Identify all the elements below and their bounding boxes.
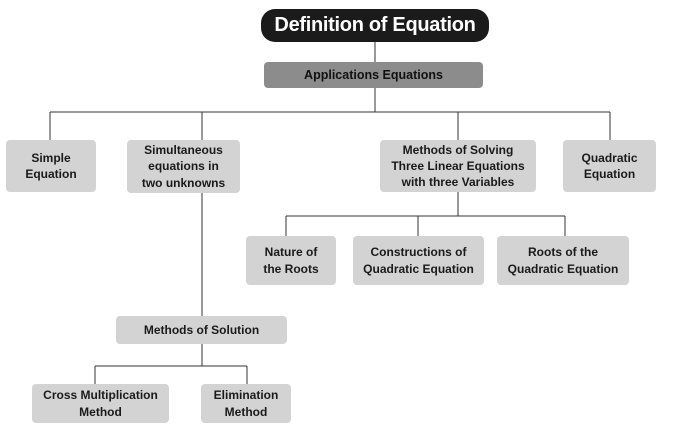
cross-line-1: Cross Multiplication xyxy=(43,388,158,403)
nature-line-2: the Roots xyxy=(263,261,319,276)
applications-label: Applications Equations xyxy=(304,67,443,82)
methods-of-solution-node: Methods of Solution xyxy=(116,316,287,344)
title-text: Definition of Equation xyxy=(274,14,476,36)
simultaneous-line-2: equations in xyxy=(148,159,219,174)
roots-node: Roots of the Quadratic Equation xyxy=(497,236,629,285)
roots-line-2: Quadratic Equation xyxy=(507,261,619,276)
methods-solving-line-3: with three Variables xyxy=(401,175,515,190)
simple-equation-node: Simple Equation xyxy=(6,140,96,192)
constructions-line-2: Quadratic Equation xyxy=(363,261,474,276)
cross-multiplication-node: Cross Multiplication Method xyxy=(32,384,169,423)
simultaneous-line-3: two unknowns xyxy=(141,175,226,190)
methods-solving-line-2: Three Linear Equations xyxy=(391,158,525,173)
nature-of-roots-node: Nature of the Roots xyxy=(246,236,336,285)
quadratic-equation-node: Quadratic Equation xyxy=(563,140,656,192)
applications-node: Applications Equations xyxy=(264,62,483,88)
simple-line-2: Equation xyxy=(25,167,77,181)
methods-solution-label: Methods of Solution xyxy=(143,322,260,337)
quadratic-line-2: Equation xyxy=(583,167,636,181)
simultaneous-line-1: Simultaneous xyxy=(144,143,223,158)
diagram-title: Definition of Equation xyxy=(261,9,489,42)
methods-of-solving-node: Methods of Solving Three Linear Equation… xyxy=(380,140,536,192)
nature-line-1: Nature of xyxy=(264,245,318,260)
quadratic-line-1: Quadratic xyxy=(581,150,638,165)
constructions-line-1: Constructions of xyxy=(370,245,467,260)
constructions-node: Constructions of Quadratic Equation xyxy=(353,236,484,285)
elimination-node: Elimination Method xyxy=(201,384,291,423)
simultaneous-equations-node: Simultaneous equations in two unknowns xyxy=(127,140,240,193)
elimination-line-2: Method xyxy=(224,404,268,419)
elimination-line-1: Elimination xyxy=(213,388,279,403)
cross-line-2: Method xyxy=(79,404,122,419)
simple-line-1: Simple xyxy=(31,150,71,165)
methods-solving-line-1: Methods of Solving xyxy=(402,142,514,157)
roots-line-1: Roots of the xyxy=(528,245,598,260)
